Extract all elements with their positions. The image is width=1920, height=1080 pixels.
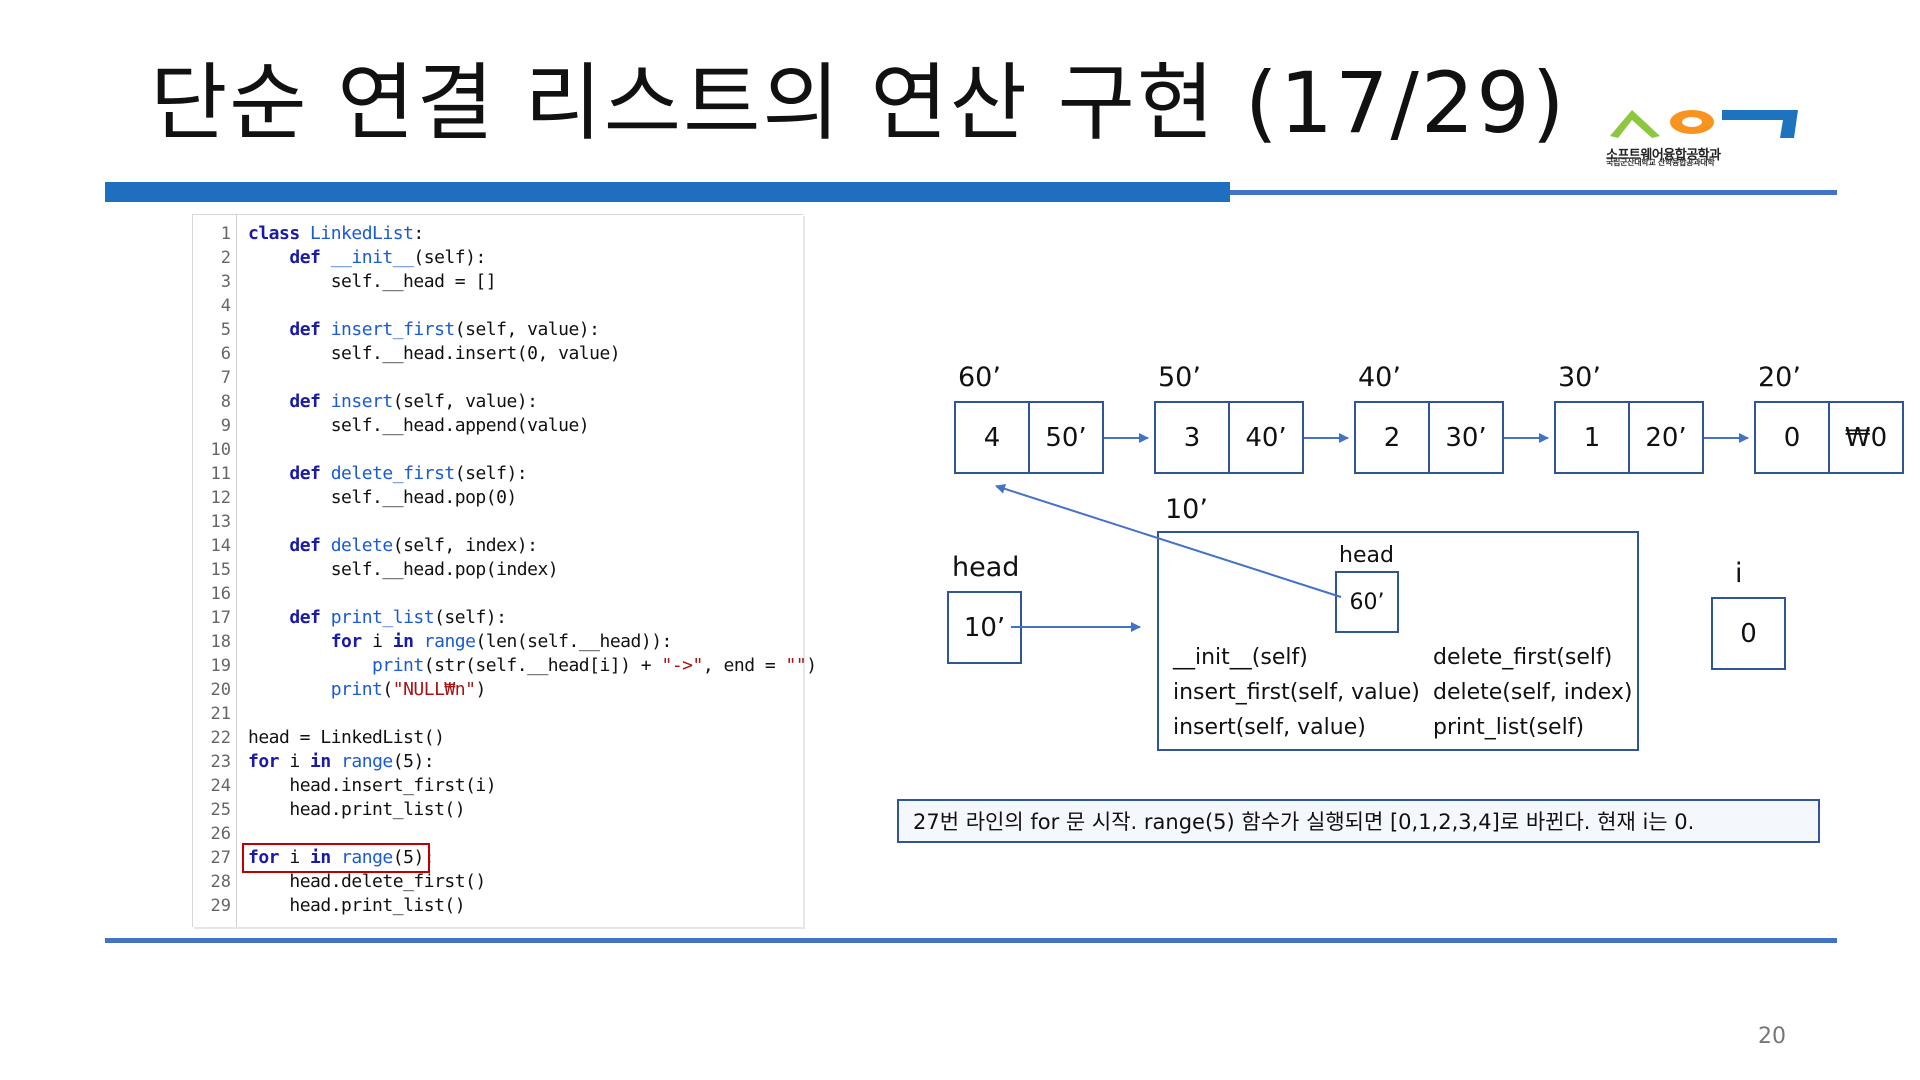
step-caption: 27번 라인의 for 문 시작. range(5) 함수가 실행되면 [0,1… — [897, 799, 1820, 843]
code-line-5: def insert_first(self, value): — [289, 319, 600, 340]
node-next-cell: 20’ — [1628, 401, 1704, 474]
line-number: 22 — [210, 728, 231, 748]
method-delete-first: delete_first(self) — [1433, 645, 1613, 670]
node-next-cell: ₩0 — [1828, 401, 1904, 474]
line-number: 23 — [210, 752, 231, 772]
code-line-6: self.__head.insert(0, value) — [330, 343, 621, 364]
code-line-29: head.print_list() — [289, 895, 466, 916]
arrow-object-head-to-first-node — [995, 483, 1342, 598]
line-number: 20 — [210, 680, 231, 700]
slide-title: 단순 연결 리스트의 연산 구현 (17/29) — [150, 54, 1567, 152]
method-insert-first: insert_first(self, value) — [1173, 680, 1420, 705]
code-line-1: class LinkedList: — [248, 223, 424, 244]
object-head-value: 60’ — [1335, 571, 1399, 633]
line-number: 4 — [220, 296, 231, 316]
code-line-12: self.__head.pop(0) — [330, 487, 518, 508]
object-head-label: head — [1339, 543, 1394, 568]
logo-text-university: 국립군산대학교 산학융합공과대학 — [1606, 158, 1715, 167]
line-number: 16 — [210, 584, 231, 604]
head-pointer-label: head — [952, 552, 1020, 583]
line-number: 26 — [210, 824, 231, 844]
code-line-3: self.__head = [] — [330, 271, 497, 292]
header-rule-thick — [105, 182, 1230, 202]
linkedlist-object-box: head 60’ __init__(self) insert_first(sel… — [1157, 531, 1639, 751]
code-line-18: for i in range(len(self.__head)): — [330, 631, 673, 652]
line-number: 25 — [210, 800, 231, 820]
line-number: 3 — [220, 272, 231, 292]
line-number: 12 — [210, 488, 231, 508]
line-number: 1 — [220, 224, 231, 244]
loop-variable-value: 0 — [1711, 597, 1786, 670]
line-number: 21 — [210, 704, 231, 724]
code-line-15: self.__head.pop(index) — [330, 559, 559, 580]
node-next-cell: 40’ — [1228, 401, 1304, 474]
code-line-28: head.delete_first() — [289, 871, 486, 892]
method-init: __init__(self) — [1173, 645, 1308, 670]
object-address-label: 10’ — [1165, 494, 1208, 525]
loop-variable-label: i — [1735, 558, 1743, 589]
line-number: 17 — [210, 608, 231, 628]
line-number: 14 — [210, 536, 231, 556]
node-address-label: 50’ — [1158, 362, 1201, 393]
method-insert: insert(self, value) — [1173, 715, 1366, 740]
code-line-24: head.insert_first(i) — [289, 775, 497, 796]
line-number: 15 — [210, 560, 231, 580]
current-line-highlight — [242, 843, 430, 873]
node-next-cell: 30’ — [1428, 401, 1504, 474]
line-number: 24 — [210, 776, 231, 796]
line-number: 2 — [220, 248, 231, 268]
line-number: 11 — [210, 464, 231, 484]
line-number: 27 — [210, 848, 231, 868]
logo-text-department: 소프트웨어융합공학과 — [1606, 148, 1721, 163]
code-line-9: self.__head.append(value) — [330, 415, 590, 436]
node-address-label: 60’ — [958, 362, 1001, 393]
line-number: 5 — [220, 320, 231, 340]
code-line-19: print(str(self.__head[i]) + "->", end = … — [372, 655, 817, 676]
code-line-22: head = LinkedList() — [248, 727, 445, 748]
code-line-14: def delete(self, index): — [289, 535, 538, 556]
node-next-cell: 50’ — [1028, 401, 1104, 474]
page-number: 20 — [1758, 1024, 1786, 1049]
method-print-list: print_list(self) — [1433, 715, 1585, 740]
node-address-label: 40’ — [1358, 362, 1401, 393]
line-number-gutter — [193, 215, 237, 927]
line-number: 13 — [210, 512, 231, 532]
code-line-17: def print_list(self): — [289, 607, 507, 628]
line-number: 19 — [210, 656, 231, 676]
line-number: 10 — [210, 440, 231, 460]
footer-rule — [105, 938, 1837, 943]
code-line-8: def insert(self, value): — [289, 391, 538, 412]
code-line-23: for i in range(5): — [248, 751, 435, 772]
line-number: 18 — [210, 632, 231, 652]
line-number: 9 — [220, 416, 231, 436]
department-logo-icon — [1610, 110, 1798, 138]
line-number: 29 — [210, 896, 231, 916]
line-number: 7 — [220, 368, 231, 388]
line-number: 6 — [220, 344, 231, 364]
node-address-label: 20’ — [1758, 362, 1801, 393]
code-line-11: def delete_first(self): — [289, 463, 528, 484]
code-line-27: for i in range(5): — [248, 847, 435, 868]
header-rule-thin — [1230, 190, 1837, 195]
code-line-2: def __init__(self): — [289, 247, 486, 268]
method-delete: delete(self, index) — [1433, 680, 1633, 705]
line-number: 28 — [210, 872, 231, 892]
code-line-25: head.print_list() — [289, 799, 466, 820]
code-line-20: print("NULL₩n") — [330, 679, 487, 700]
line-number: 8 — [220, 392, 231, 412]
node-address-label: 30’ — [1558, 362, 1601, 393]
